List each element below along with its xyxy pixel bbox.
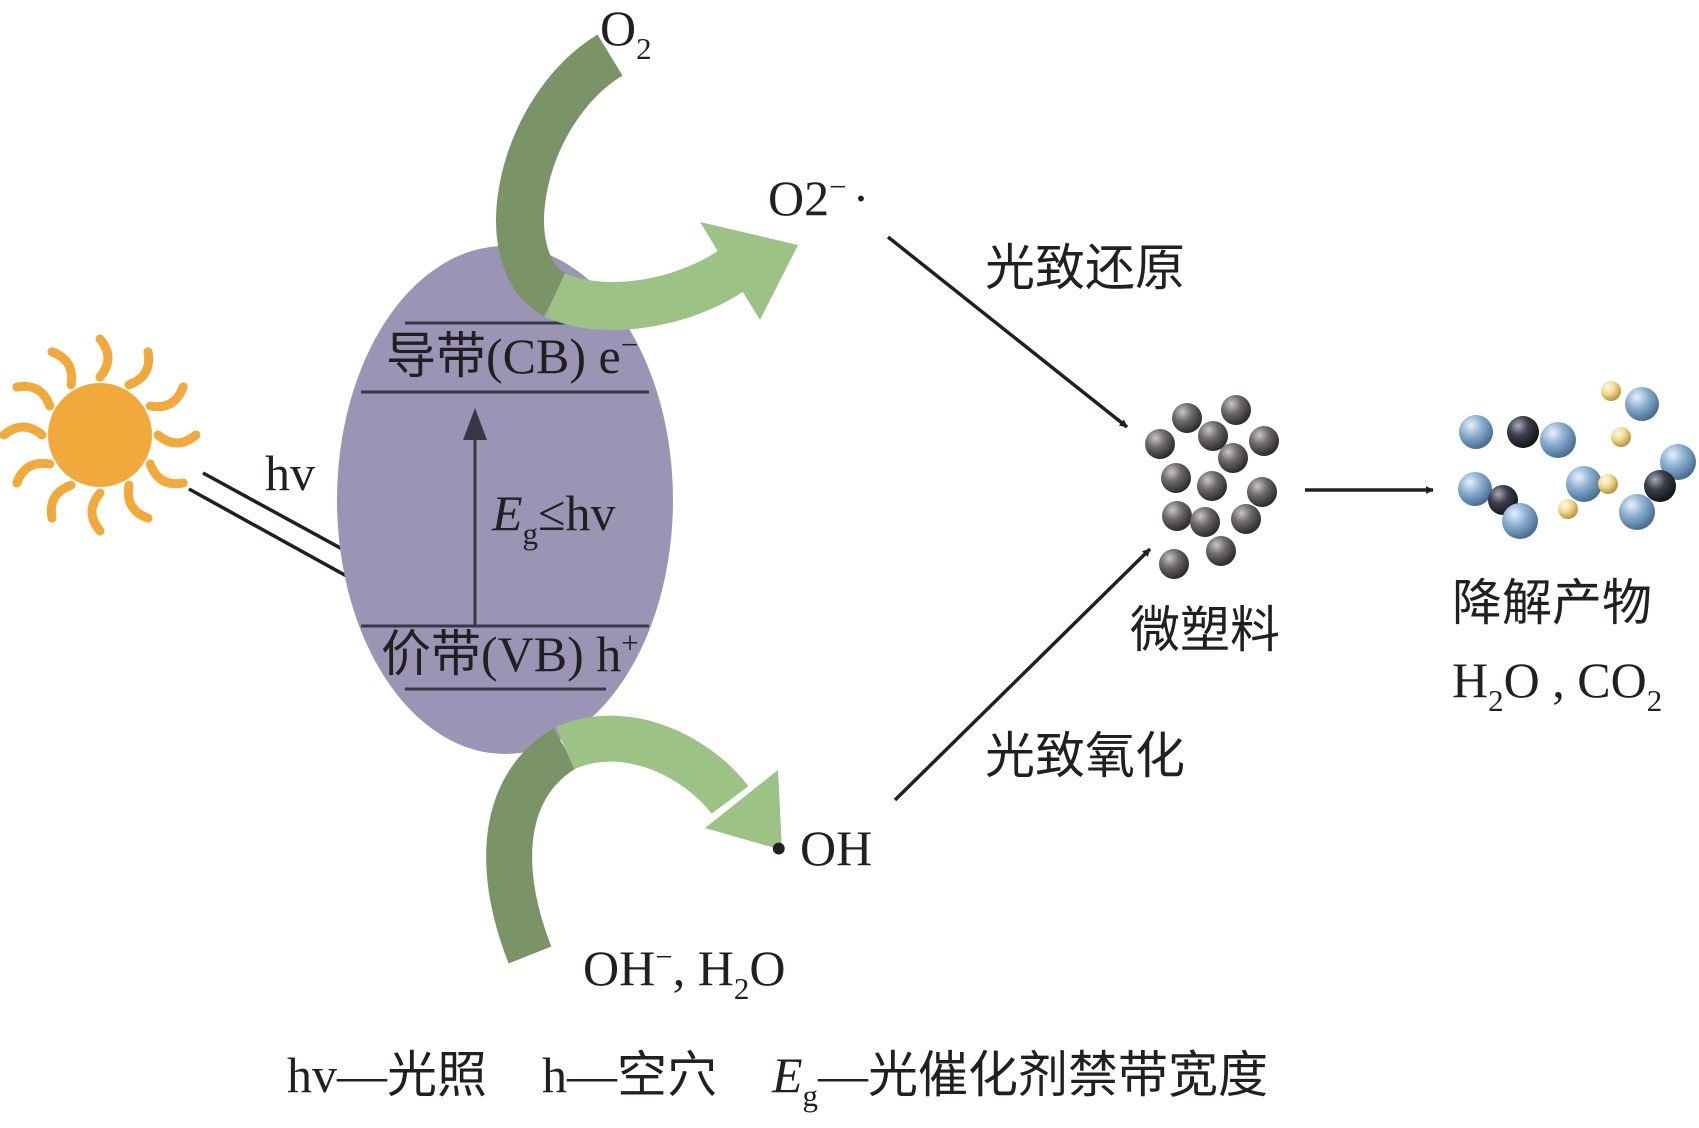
microplastic-bead [1190,507,1220,537]
microplastic-bead [1162,501,1192,531]
microplastic-bead [1218,443,1248,473]
hydroxyl-radical-label: • OH [770,820,872,876]
sun-ray [12,458,55,488]
product-atom [1558,499,1578,519]
product-atom [1507,416,1539,448]
reduction-arrow [886,235,1129,429]
oxygen-label: O2 [600,0,652,66]
product-atom [1502,503,1538,539]
microplastic-particles [1145,395,1279,579]
oxidation-green-arrow [486,715,782,964]
excitation-arrowhead [463,408,487,440]
conduction-band-label: 导带(CB) e− [386,327,638,384]
microplastic-bead [1172,403,1202,433]
sun-ray [12,381,55,411]
sun-core [48,383,152,487]
product-atom [1459,415,1493,449]
sun-ray [123,480,153,523]
sun-ray [46,480,76,523]
photoreduction-label: 光致还原 [985,240,1185,296]
product-atom [1660,444,1696,480]
sun-ray [145,459,188,489]
superoxide-radical-label: O2−· [768,169,869,226]
product-atom [1566,466,1602,502]
microplastic-bead [1231,504,1261,534]
microplastic-bead [1197,471,1227,501]
product-atom [1598,474,1618,494]
product-atom [1458,472,1492,506]
product-atom [1644,470,1676,502]
products-label: 降解产物 [1452,575,1652,631]
reduction-green-arrow [496,34,798,330]
light-label: hv [265,445,315,501]
microplastic-bead [1145,429,1175,459]
photooxidation-label: 光致氧化 [985,728,1185,784]
product-atom [1601,381,1621,401]
sun-ray [47,347,77,390]
sun-ray [124,347,154,390]
sun-ray [87,488,105,536]
microplastic-bead [1206,536,1236,566]
band-gap-label: Eg≤hv [491,485,616,551]
microplastic-bead [1247,477,1277,507]
product-atom [1611,427,1631,447]
degradation-products-molecules [1458,381,1696,539]
microplastic-label: 微塑料 [1130,602,1280,658]
product-atom [1625,387,1659,421]
microplastic-bead [1198,421,1228,451]
oxidation-arrow [893,547,1152,802]
microplastic-bead [1159,549,1189,579]
hydroxide-water-label: OH−, H2O [583,939,785,1006]
products-formula: H2O , CO2 [1452,652,1662,718]
sun-ray [95,334,113,382]
microplastic-bead [1161,463,1191,493]
product-atom [1540,422,1576,458]
sun-icon [0,334,201,536]
microplastic-bead [1249,426,1279,456]
sun-ray [145,382,188,412]
sun-ray [0,422,47,440]
microplastic-bead [1221,395,1251,425]
product-atom [1619,494,1655,530]
sun-ray [153,430,201,448]
valence-band-label: 价带(VB) h+ [381,625,639,682]
